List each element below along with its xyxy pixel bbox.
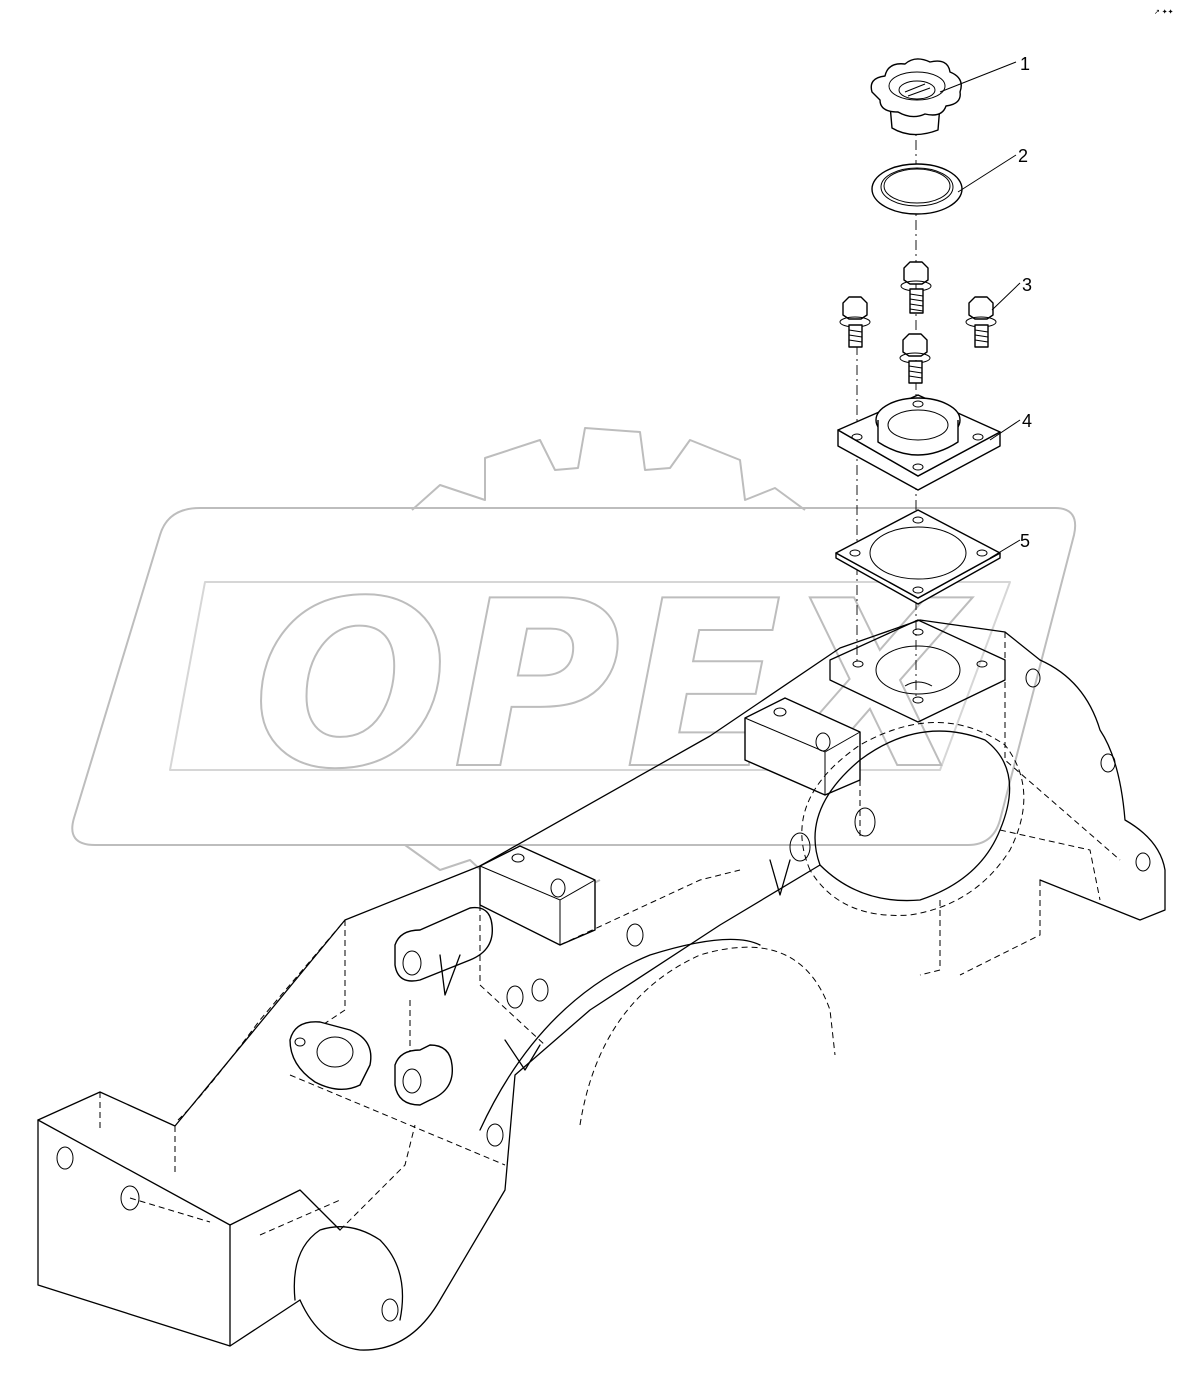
bolt-left [839,296,871,348]
callout-5: 5 [1020,531,1030,551]
part-3-bolts [839,261,997,384]
watermark-text: OPEX [253,553,973,820]
part-1-filler-cap [870,58,962,136]
leader-lines [939,61,1021,559]
bolt-front [899,333,931,384]
part-4-flange [837,394,1001,491]
bolt-top [900,261,932,314]
watermark-gear [411,427,806,511]
pivot-boss-upper [394,906,494,982]
part-5-gasket [835,509,1001,605]
part-2-seal-ring [871,163,963,215]
callout-3: 3 [1022,275,1032,295]
mount-block-left [479,845,596,946]
watermark-badge [71,507,1077,846]
callout-2: 2 [1018,146,1028,166]
watermark-logo: OPEX [71,427,1077,901]
port-flange [289,1021,372,1090]
watermark-badge-inner [169,581,1011,771]
axle-housing [37,619,1166,1351]
pivot-boss-lower [394,1044,454,1106]
callout-4: 4 [1022,411,1032,431]
bolt-right [965,296,997,348]
callout-1: 1 [1020,54,1030,74]
callout-labels: 1 2 3 4 5 [1018,54,1032,551]
corner-mark: ↗ ✦✦ [1154,8,1174,16]
